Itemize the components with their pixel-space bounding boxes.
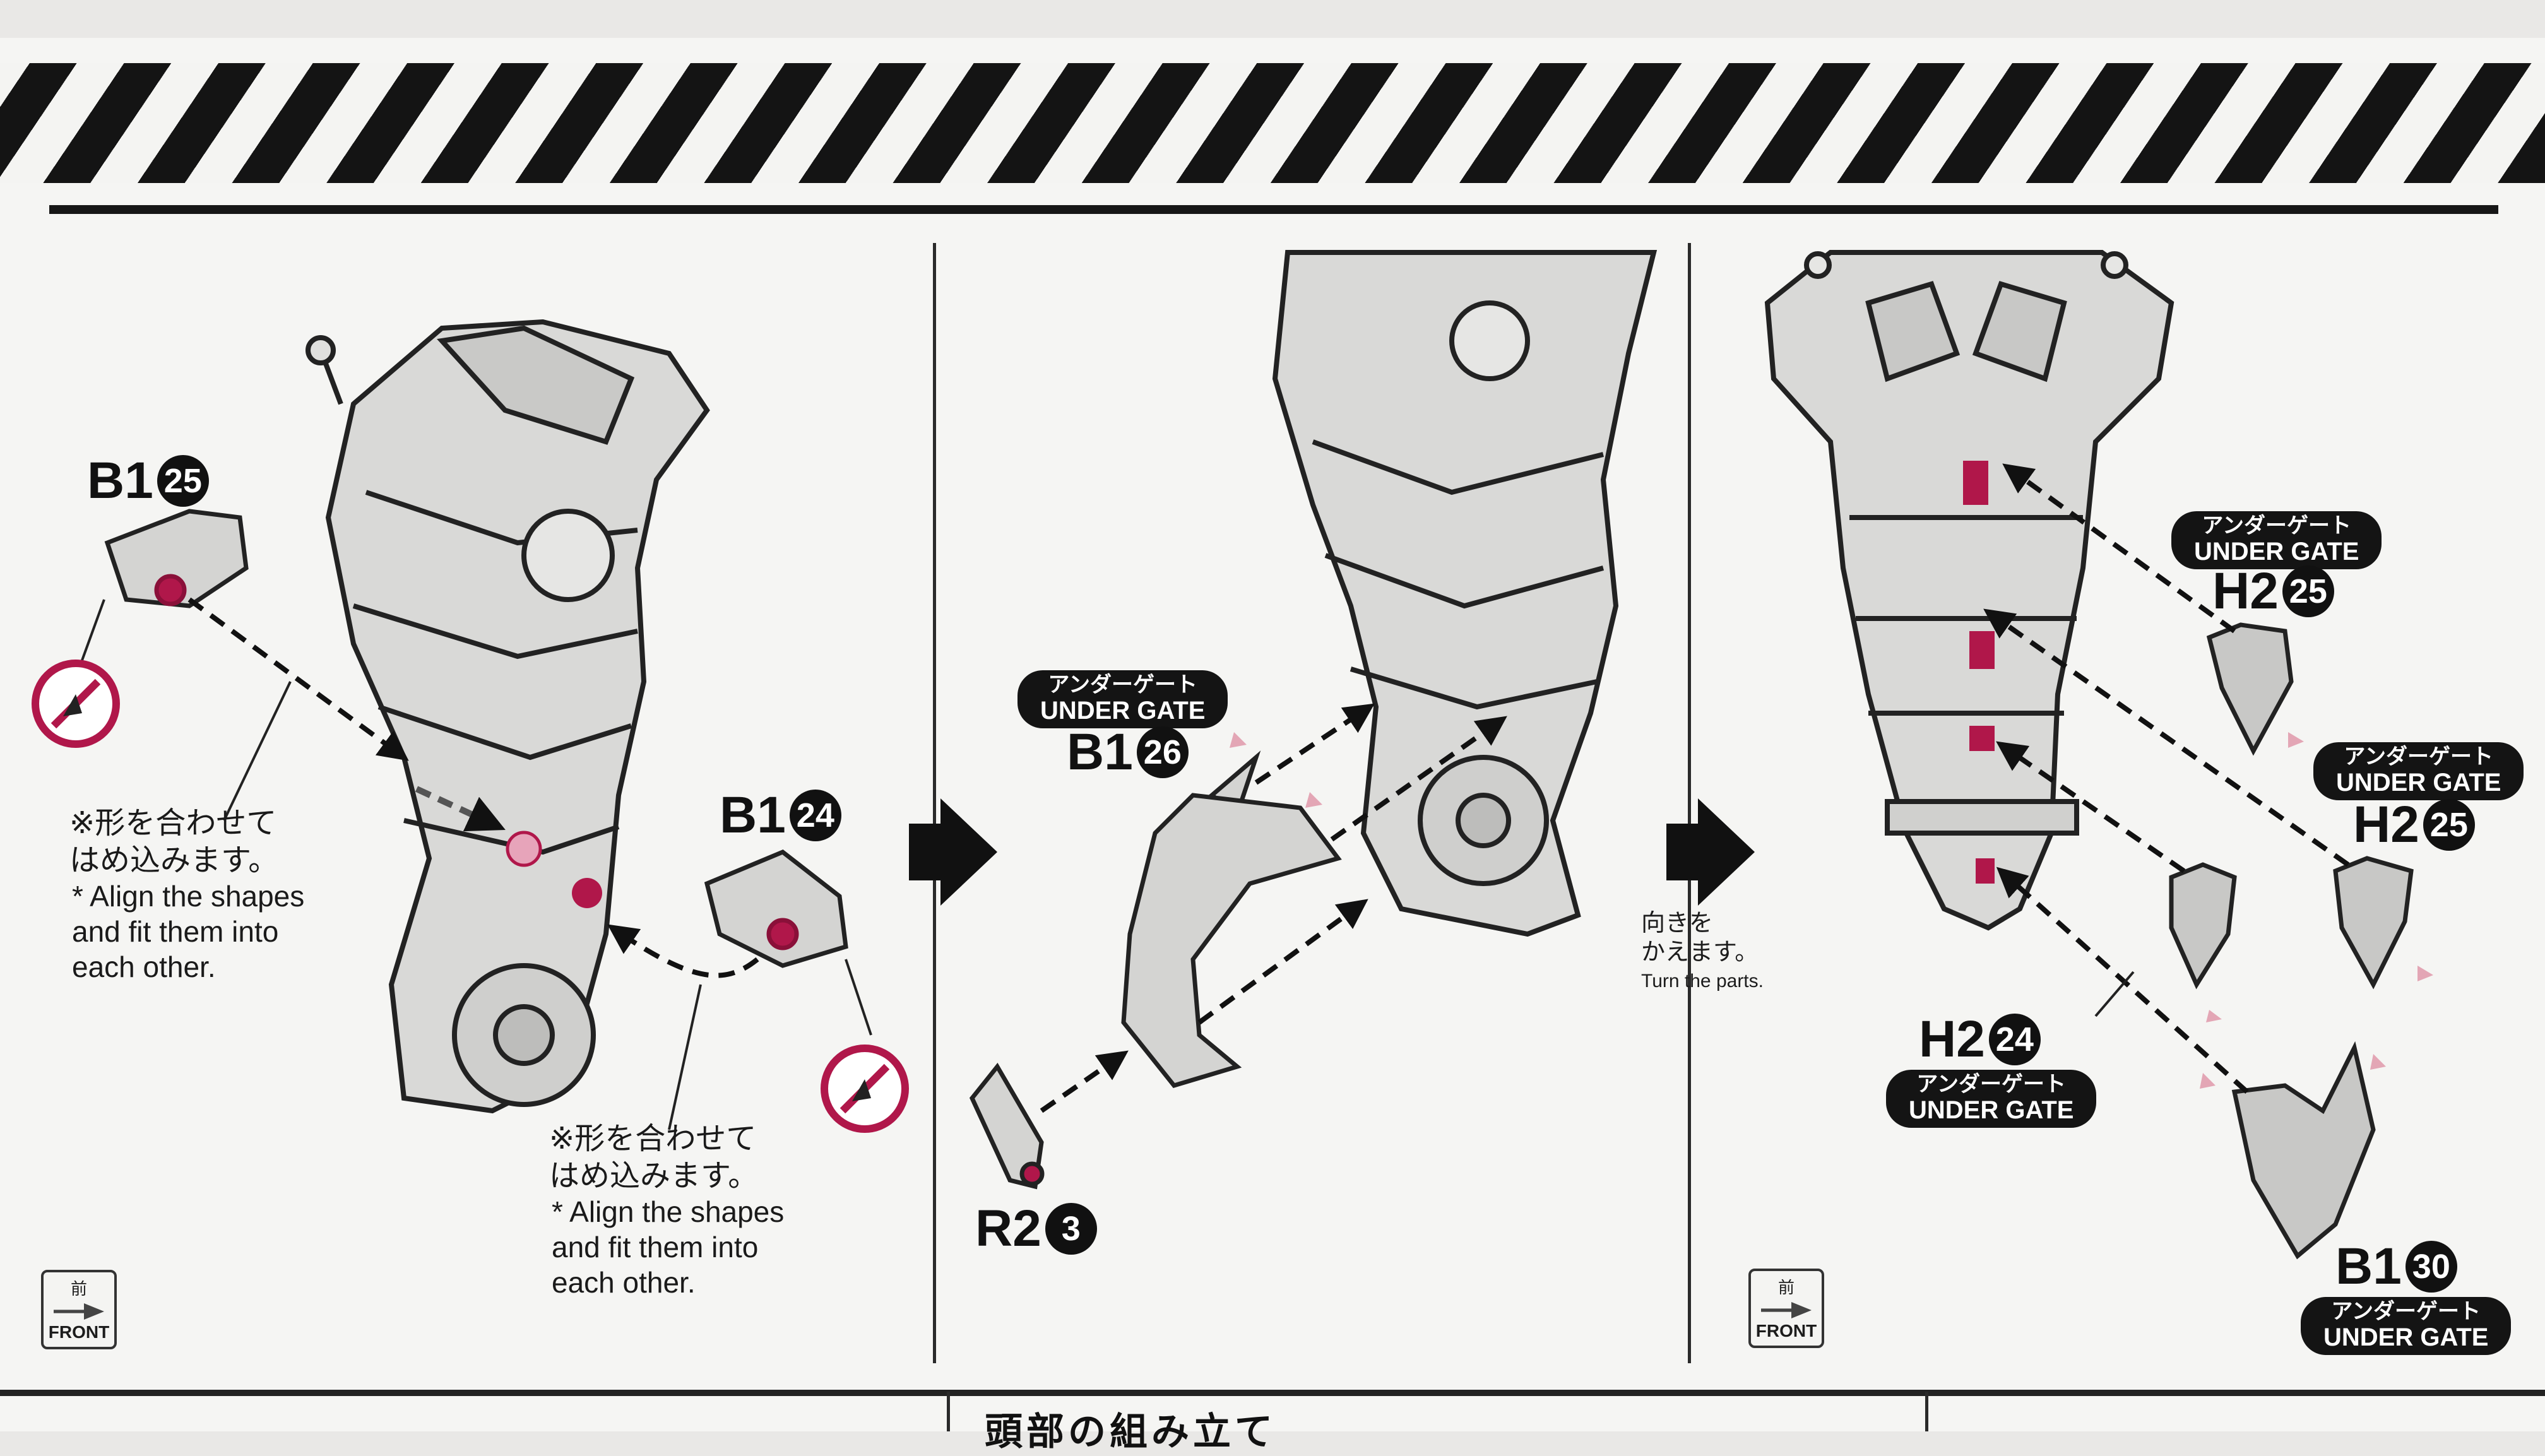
part-code: B1 [2335, 1238, 2402, 1295]
turn-jp: 向きを かえます。 [1641, 909, 1759, 966]
badge-jp: アンダーゲート [1048, 672, 1198, 697]
part-code: H2 [2212, 562, 2279, 620]
front-label: FRONT [1755, 1321, 1817, 1341]
note-jp: ※形を合わせて はめ込みます。 [549, 1121, 759, 1193]
part-number-badge: 30 [2405, 1241, 2457, 1293]
badge-en: UNDER GATE [2323, 1323, 2489, 1351]
part-number-badge: 25 [2282, 565, 2334, 617]
part-number-badge: 25 [157, 455, 209, 507]
under-gate-badge: アンダーゲート UNDER GATE [2313, 742, 2524, 800]
fit-note-bottom: ※形を合わせて はめ込みます。 * Align the shapes and f… [549, 1120, 784, 1300]
part-number-badge: 24 [789, 790, 841, 841]
part-number-badge: 26 [1136, 726, 1189, 778]
front-kanji: 前 [1777, 1279, 1795, 1298]
panel-divider-2 [1688, 243, 1691, 1363]
turn-en: Turn the parts. [1641, 971, 1764, 992]
front-indicator: 前 FRONT [41, 1270, 117, 1349]
footer-divider-1 [947, 1392, 950, 1431]
step-arrow-right-icon [1666, 798, 1755, 906]
under-gate-badge: アンダーゲート UNDER GATE [2171, 511, 2382, 569]
part-label-b1-24: B1 24 [720, 786, 841, 845]
part-number-badge: 25 [2423, 799, 2475, 851]
part-code: B1 [720, 786, 786, 844]
badge-jp: アンダーゲート [2344, 744, 2494, 769]
part-code: B1 [87, 452, 153, 509]
note-en: * Align the shapes and fit them into eac… [552, 1195, 785, 1299]
part-label-b1-26: B1 26 [1067, 723, 1189, 782]
front-arrow-icon [54, 1303, 104, 1320]
next-step-heading: 頭部の組み立て [985, 1410, 1276, 1454]
note-jp: ※形を合わせて はめ込みます。 [69, 805, 279, 878]
panel-divider-1 [933, 243, 936, 1363]
instruction-sheet [0, 38, 2545, 1431]
front-arrow-icon [1761, 1302, 1812, 1318]
under-gate-badge: アンダーゲート UNDER GATE [2301, 1297, 2512, 1355]
badge-jp: アンダーゲート [2202, 513, 2352, 538]
part-label-h2-24: H2 24 [1919, 1010, 2041, 1069]
under-gate-badge: アンダーゲート UNDER GATE [1017, 670, 1228, 728]
badge-en: UNDER GATE [1040, 697, 1206, 725]
note-en: * Align the shapes and fit them into eac… [72, 880, 305, 984]
badge-jp: アンダーゲート [2331, 1299, 2481, 1324]
badge-en: UNDER GATE [2336, 769, 2501, 796]
part-label-b1-30: B1 30 [2335, 1237, 2457, 1296]
bottom-rule [0, 1390, 2545, 1396]
no-cut-warning-icon [821, 1045, 909, 1133]
header-rule [49, 205, 2498, 214]
footer-divider-2 [1925, 1392, 1928, 1431]
no-cut-warning-icon [32, 660, 120, 748]
part-number-badge: 24 [1988, 1014, 2041, 1065]
front-kanji: 前 [70, 1280, 87, 1299]
step-arrow-right-icon [909, 798, 997, 906]
part-label-h2-25-mid: H2 25 [2353, 795, 2475, 855]
badge-en: UNDER GATE [1909, 1096, 2074, 1124]
part-label-r2-3: R2 3 [975, 1199, 1097, 1258]
under-gate-badge: アンダーゲート UNDER GATE [1886, 1070, 2097, 1128]
part-code: R2 [975, 1200, 1041, 1257]
part-label-b1-25: B1 25 [87, 451, 209, 511]
part-code: H2 [1919, 1010, 1985, 1068]
front-indicator: 前 FRONT [1748, 1269, 1824, 1348]
fit-note-left: ※形を合わせて はめ込みます。 * Align the shapes and f… [69, 805, 304, 985]
part-label-h2-25-top: H2 25 [2212, 562, 2334, 621]
turn-parts-note: 向きを かえます。 Turn the parts. [1641, 909, 1764, 993]
badge-jp: アンダーゲート [1916, 1072, 2067, 1097]
part-number-badge: 3 [1045, 1203, 1097, 1255]
hazard-stripe-header [0, 63, 2545, 183]
part-code: H2 [2353, 796, 2419, 853]
front-label: FRONT [48, 1322, 110, 1342]
part-code: B1 [1067, 723, 1133, 781]
badge-en: UNDER GATE [2194, 538, 2359, 565]
